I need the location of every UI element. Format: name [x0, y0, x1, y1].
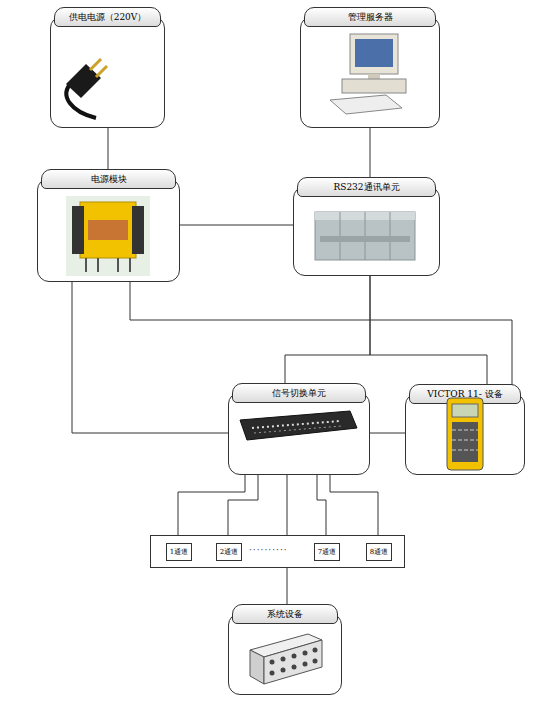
header-tab: 管理服务器	[304, 7, 436, 27]
connector-line	[330, 475, 378, 543]
header-tab: 电源模块	[41, 169, 176, 189]
channel-band: ·········· 1通道 2通道 7通道 8通道	[150, 535, 405, 568]
channel-label: 8通道	[370, 547, 388, 557]
connector-line	[287, 475, 288, 535]
channel-box: 2通道	[216, 543, 242, 561]
connector-line	[180, 225, 293, 226]
connector-line	[370, 433, 405, 434]
component-title: VICTOR 11- 设备	[427, 388, 502, 401]
component-box: 供电电源（220V）	[50, 16, 165, 128]
channel-label: 7通道	[318, 547, 336, 557]
connector-line	[317, 475, 326, 543]
channel-box: 1通道	[166, 543, 192, 561]
header-tab: 供电电源（220V）	[54, 7, 161, 27]
component-box: 系统设备	[228, 613, 342, 695]
connector-line	[370, 276, 487, 393]
connector-line	[72, 282, 228, 433]
header-tab: 系统设备	[232, 604, 338, 624]
header-tab: VICTOR 11- 设备	[409, 384, 521, 404]
component-title: 供电电源（220V）	[69, 11, 147, 24]
header-tab: 信号切换单元	[232, 383, 366, 403]
channel-box: 7通道	[314, 543, 340, 561]
header-tab: RS232通讯单元	[297, 177, 436, 197]
component-title: 管理服务器	[348, 11, 393, 24]
connector-line	[130, 282, 512, 393]
component-box: 电源模块	[37, 178, 180, 282]
connector-line	[285, 276, 370, 392]
component-box: 管理服务器	[300, 16, 440, 128]
connector-line	[178, 475, 245, 543]
component-title: 电源模块	[91, 173, 127, 186]
component-box: VICTOR 11- 设备	[405, 393, 525, 475]
component-box: RS232通讯单元	[293, 186, 440, 276]
component-title: RS232通讯单元	[333, 181, 399, 194]
ellipsis-text: ··········	[249, 545, 288, 555]
component-title: 信号切换单元	[272, 387, 326, 400]
component-box: 信号切换单元	[228, 392, 370, 475]
channel-label: 1通道	[170, 547, 188, 557]
channel-label: 2通道	[220, 547, 238, 557]
connector-line	[228, 475, 258, 543]
channel-box: 8通道	[366, 543, 392, 561]
component-title: 系统设备	[267, 608, 303, 621]
